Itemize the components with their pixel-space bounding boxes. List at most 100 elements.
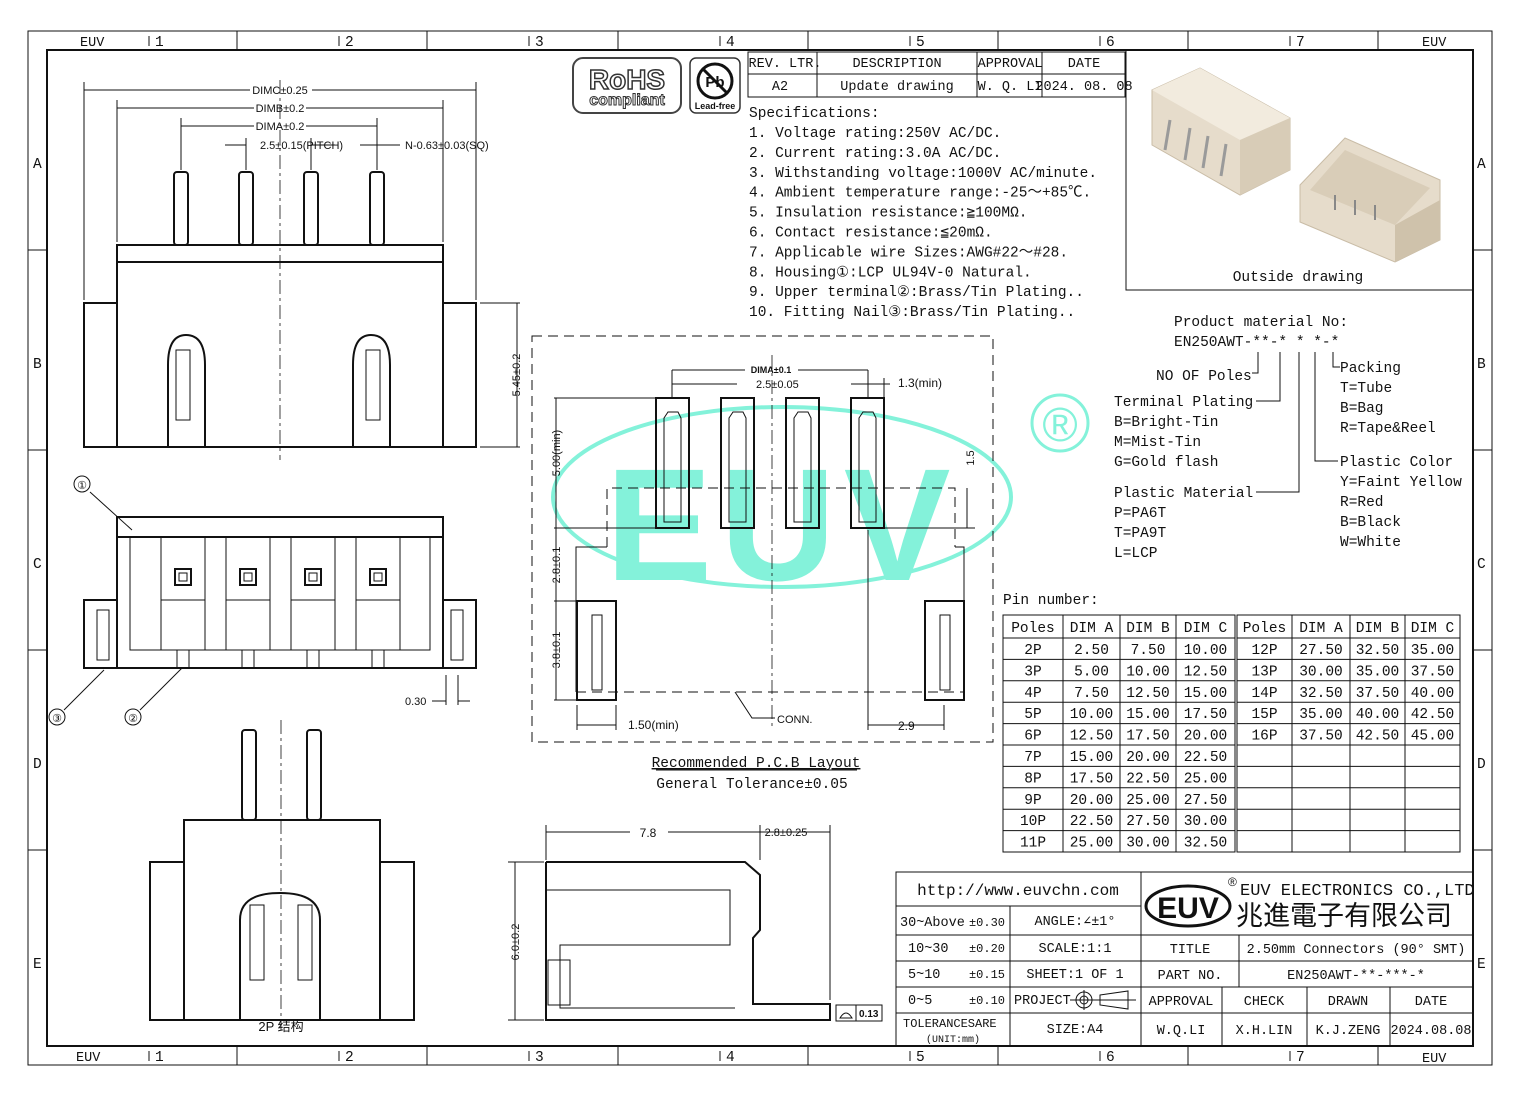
pin-table-cell: 7P <box>1024 750 1041 766</box>
frame-row-label: D <box>1477 757 1486 773</box>
callout-terminal: ② <box>128 713 138 725</box>
pin-table-header: DIM C <box>1184 621 1228 637</box>
pin-table-cell: 22.50 <box>1070 814 1114 830</box>
rev-letter: A2 <box>772 80 788 95</box>
specification-item: 3. Withstanding voltage:1000V AC/minute. <box>749 166 1097 182</box>
euv-logo-text: EUV <box>1157 892 1219 925</box>
pin-table-cell: 10.00 <box>1070 707 1114 723</box>
specification-item: 2. Current rating:3.0A AC/DC. <box>749 146 1001 162</box>
pin-table-cell: 7.50 <box>1074 686 1109 702</box>
signal-pad <box>720 397 755 529</box>
watermark-text: EUV <box>606 435 959 614</box>
plastic-color-label: Plastic Color <box>1340 455 1453 471</box>
frame-column-label: 5 <box>916 35 925 51</box>
angle-tolerance: ANGLE:∠±1° <box>1034 915 1115 930</box>
pcb-offset-label: 2.8±0.1 <box>551 547 563 584</box>
pin-table-header: Poles <box>1011 621 1055 637</box>
plastic-material-option: T=PA9T <box>1114 526 1167 542</box>
frame-row-label: B <box>33 357 42 373</box>
pin-table-cell: 30.00 <box>1184 814 1228 830</box>
pin-table-cell: 17.50 <box>1070 771 1114 787</box>
side-offset-label: 2.8±0.25 <box>765 827 808 839</box>
check-header: CHECK <box>1244 995 1285 1010</box>
frame-row-label: B <box>1477 357 1486 373</box>
date-header: DATE <box>1415 995 1447 1010</box>
rev-header: DATE <box>1068 57 1100 72</box>
pin-table-cell: 35.00 <box>1356 664 1400 680</box>
pin-table-cell: 37.50 <box>1299 729 1343 745</box>
terminal-tail <box>355 599 401 651</box>
title-label: TITLE <box>1170 943 1211 958</box>
packing-option: B=Bag <box>1340 401 1384 417</box>
front-view: DIMC±0.25 DIMB±0.2 DIMA±0.2 2.5±0.15(PIT… <box>83 80 523 460</box>
flatness-value: 0.13 <box>859 1009 879 1020</box>
pin-table-cell: 20.00 <box>1070 793 1114 809</box>
pin-table-header: DIM B <box>1356 621 1400 637</box>
2p-view-label: 2P 结构 <box>258 1019 303 1034</box>
rev-header: DESCRIPTION <box>852 57 941 72</box>
tolerance-label: TOLERANCESARE <box>903 1017 997 1031</box>
approval-value: W.Q.LI <box>1157 1024 1206 1039</box>
unit-label: (UNIT:mm) <box>926 1034 980 1046</box>
pin-table-cell: 25.00 <box>1184 771 1228 787</box>
watermark: EUV ® <box>551 393 1090 614</box>
lead-free-logo: Pb Lead-free <box>689 57 741 114</box>
frame-column-label: 3 <box>535 1050 544 1066</box>
corner-label: EUV <box>1422 36 1447 51</box>
pin <box>369 171 385 246</box>
corner-label: EUV <box>1422 1052 1447 1067</box>
pin-table-cell: 7.50 <box>1131 643 1166 659</box>
part-no-value: EN250AWT-**-***-* <box>1287 969 1425 984</box>
pin-table-cell: 2P <box>1024 643 1041 659</box>
signal-pad <box>785 397 820 529</box>
plastic-color-option: B=Black <box>1340 515 1401 531</box>
rev-header: APPROVAL <box>978 57 1043 72</box>
pcb-layout-title: Recommended P.C.B Layout <box>652 756 861 772</box>
pin-table-header: DIM A <box>1299 621 1343 637</box>
specification-item: 1. Voltage rating:250V AC/DC. <box>749 126 1001 142</box>
pin-table-cell: 12.50 <box>1070 729 1114 745</box>
sheet: SHEET:1 OF 1 <box>1026 968 1123 983</box>
tolerance-value: ±0.15 <box>969 968 1005 982</box>
pin-table-cell: 32.50 <box>1184 836 1228 852</box>
connector-photo-2 <box>1299 137 1441 263</box>
sheet-size: SIZE:A4 <box>1047 1023 1104 1038</box>
revision-table: REV. LTR. DESCRIPTION APPROVAL DATE A2 U… <box>747 51 1133 98</box>
pin <box>238 171 254 246</box>
pin-table-cell: 25.00 <box>1126 793 1170 809</box>
pcb-pitch-label: 2.5±0.05 <box>756 379 799 391</box>
packing-option: R=Tape&Reel <box>1340 421 1436 437</box>
frame-row-label: D <box>33 757 42 773</box>
dim-c-label: DIMC±0.25 <box>252 85 308 97</box>
pin-table-cell: 35.00 <box>1299 707 1343 723</box>
dim-a-label: DIMA±0.2 <box>256 121 305 133</box>
terminal-plating-label: Terminal Plating <box>1114 395 1253 411</box>
pcb-edge-label: 2.9 <box>898 719 915 733</box>
pin-table-cell: 5.00 <box>1074 664 1109 680</box>
pin-table-cell: 4P <box>1024 686 1041 702</box>
frame-column-label: 7 <box>1296 1050 1305 1066</box>
frame-column-label: 2 <box>345 1050 354 1066</box>
pin-table-cell: 10P <box>1020 814 1046 830</box>
specification-item: 8. Housing①:LCP UL94V-0 Natural. <box>749 264 1032 281</box>
projection-label: PROJECT <box>1014 994 1071 1009</box>
pin-table-cell: 14P <box>1251 686 1277 702</box>
drawn-value: K.J.ZENG <box>1316 1024 1381 1039</box>
pin-size-label: N-0.63±0.03(SQ) <box>405 140 489 152</box>
bottom-view: ① ② ③ 0.30 <box>48 475 477 726</box>
plastic-material-option: P=PA6T <box>1114 506 1167 522</box>
side-height-label: 6.0±0.2 <box>510 924 522 961</box>
tolerance-value: ±0.10 <box>969 994 1005 1008</box>
pin-table-cell: 27.50 <box>1126 814 1170 830</box>
registered-mark-small: ® <box>1228 875 1237 889</box>
plastic-material-option: L=LCP <box>1114 546 1158 562</box>
terminal-plating-option: M=Mist-Tin <box>1114 435 1201 451</box>
part-no-label: PART NO. <box>1158 969 1223 984</box>
pin-table-cell: 10.00 <box>1184 643 1228 659</box>
pin-table-cell: 9P <box>1024 793 1041 809</box>
frame-column-label: 4 <box>726 1050 735 1066</box>
nail-pad <box>576 600 617 701</box>
pin-table-cell: 17.50 <box>1126 729 1170 745</box>
specification-item: 4. Ambient temperature range:-25～+85℃. <box>749 185 1091 202</box>
drawn-header: DRAWN <box>1328 995 1369 1010</box>
